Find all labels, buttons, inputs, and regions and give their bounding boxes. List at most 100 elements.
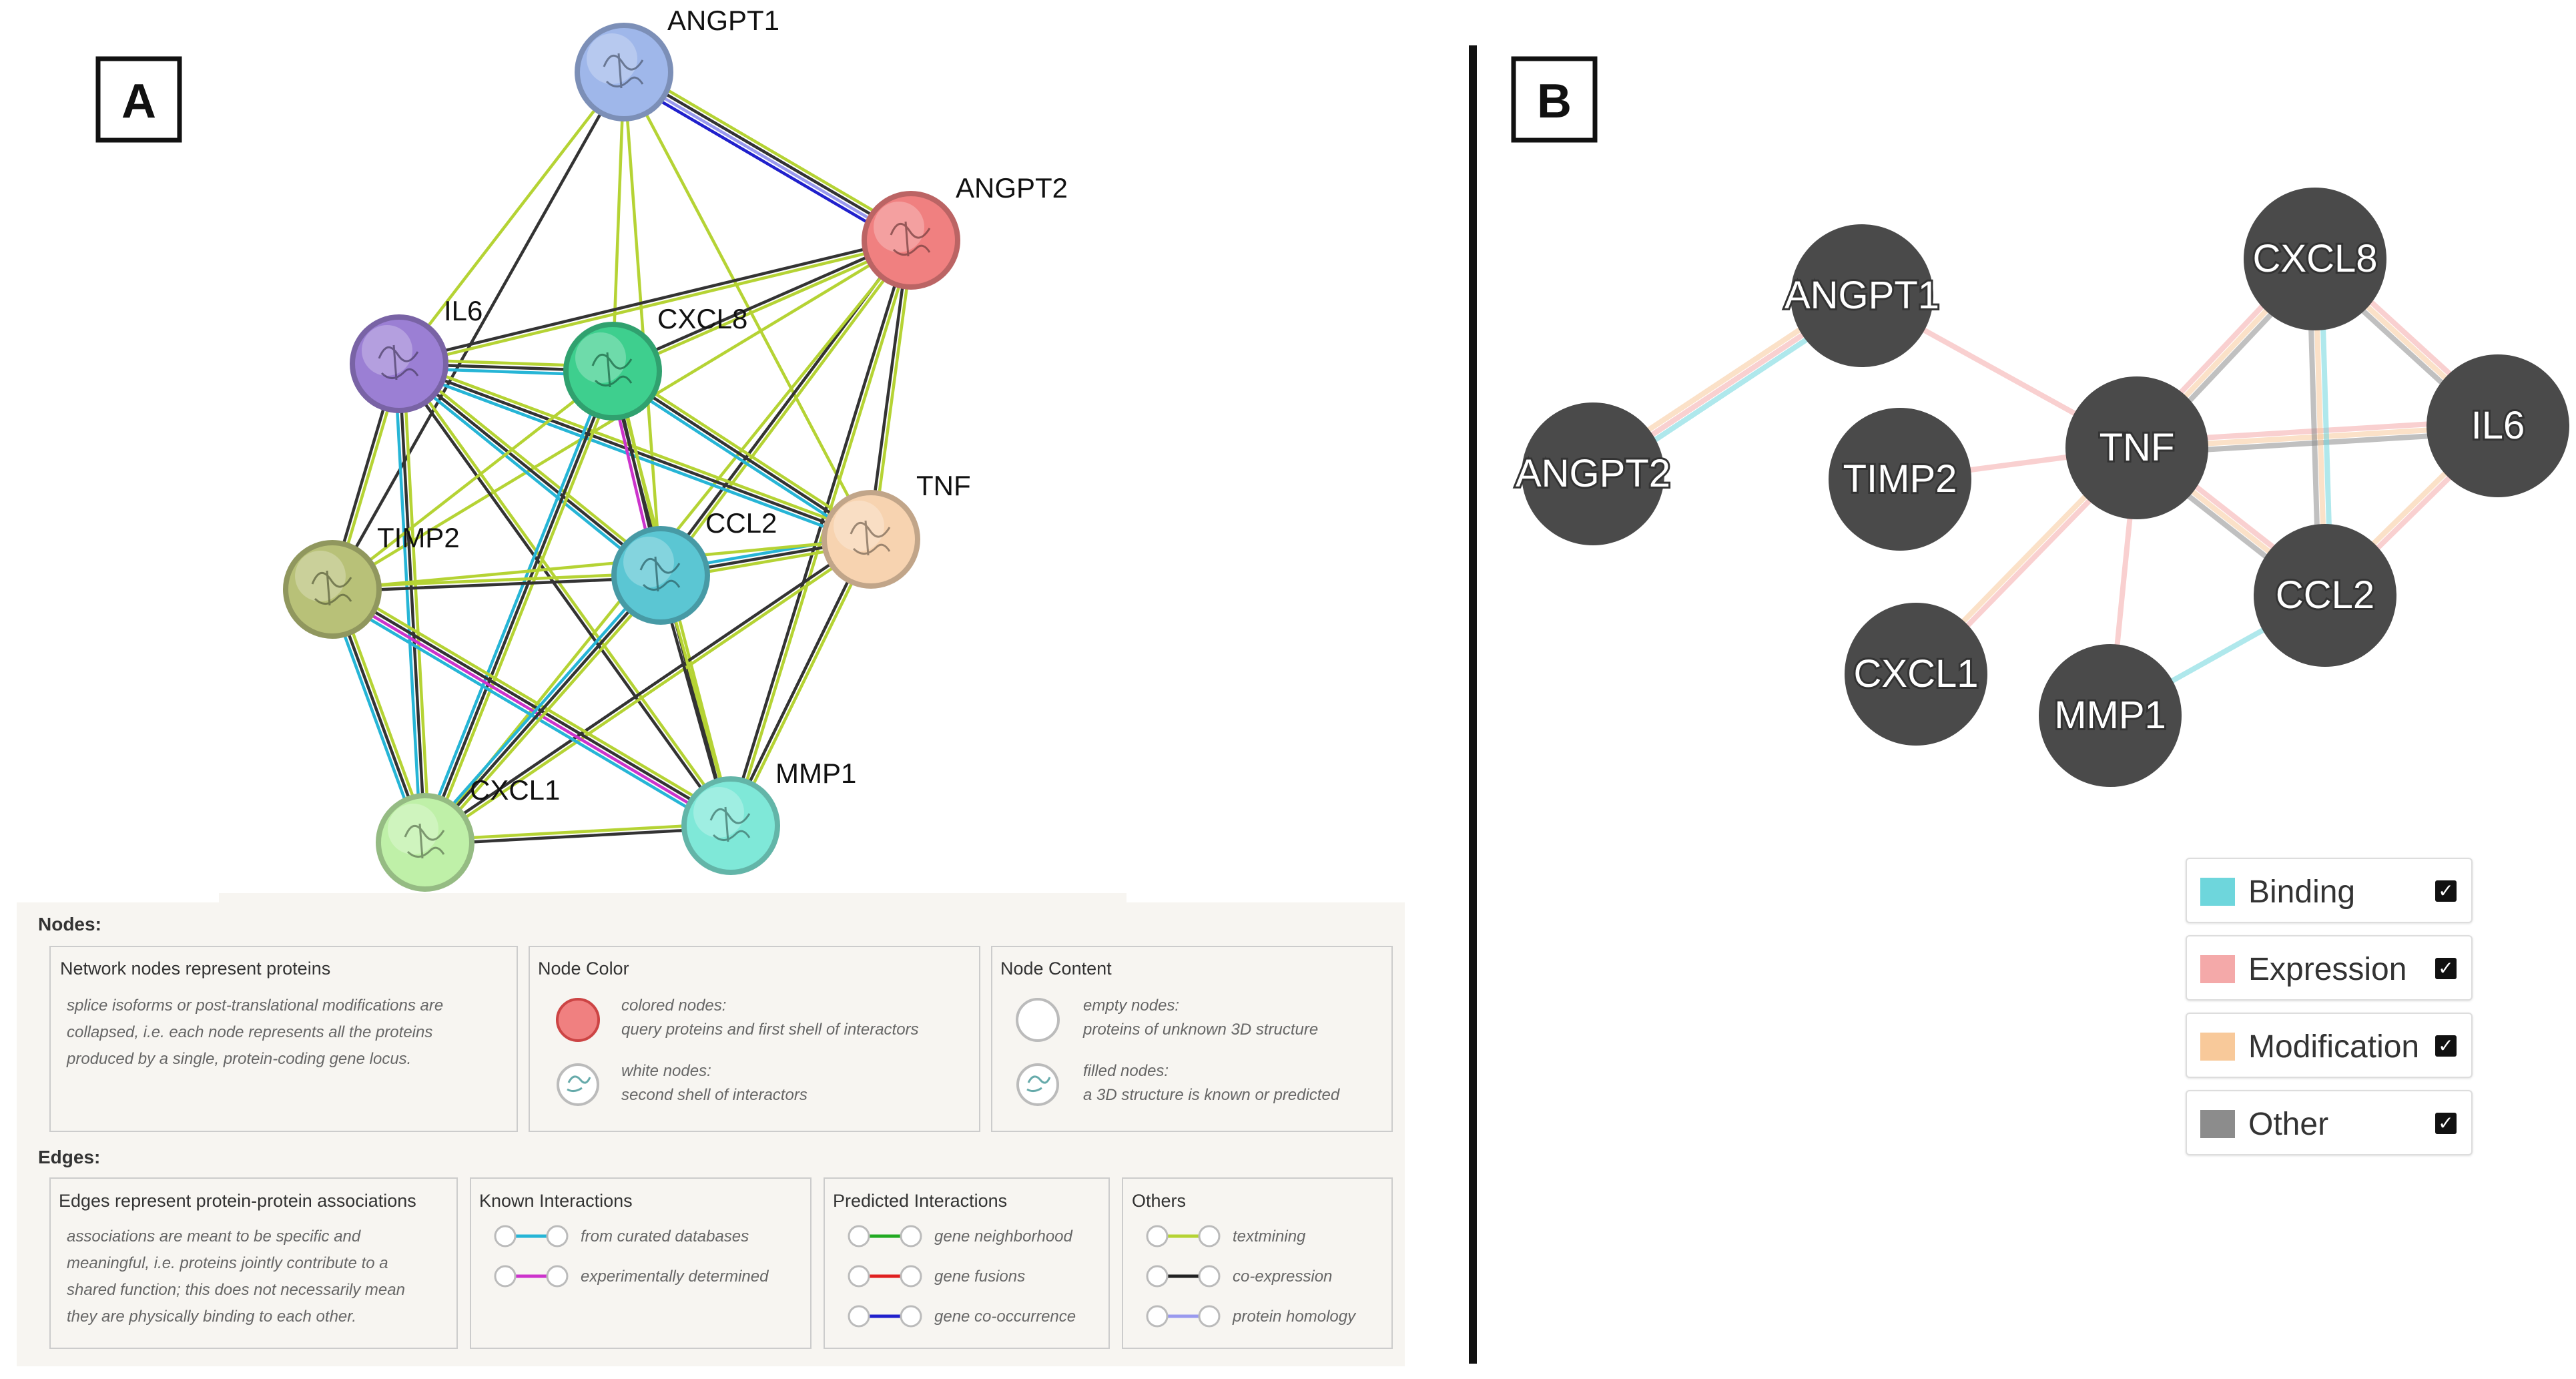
legend-nodes-title: Nodes: (38, 914, 101, 934)
others-co-expression: co-expression (1146, 1265, 1332, 1288)
panel-divider (1469, 45, 1477, 1364)
colored-node-swatch (556, 998, 600, 1042)
edge-tnf-mmp1 (727, 537, 875, 828)
network-nodes-title: Network nodes represent proteins (60, 958, 330, 979)
legend-known-box: Known Interactions from curated database… (470, 1177, 812, 1349)
expression-checkbox[interactable]: ✓ (2435, 958, 2457, 979)
legend-edges-title: Edges: (38, 1147, 100, 1167)
node-label-cxcl1: CXCL1 (470, 774, 560, 806)
predicted-gene-co-occurrence: gene co-occurrence (848, 1305, 1076, 1328)
edge-il6-cxcl1 (393, 362, 431, 844)
legend-network-nodes-box: Network nodes represent proteins splice … (49, 946, 518, 1132)
node-angpt2[interactable]: ANGPT2 (862, 172, 1068, 290)
panel-b-letter: B (1537, 75, 1572, 128)
svg-text:gene neighborhood: gene neighborhood (934, 1227, 1073, 1246)
node-angpt1[interactable]: ANGPT1 (575, 5, 779, 121)
edge-cxcl8-timp2 (330, 369, 615, 591)
node-label-angpt2: ANGPT2 (956, 172, 1068, 204)
network-nodes-desc-1: splice isoforms or post-translational mo… (67, 997, 443, 1015)
edge-angpt2-cxcl8 (610, 236, 914, 375)
node-b-cxcl1[interactable]: CXCL1 (1845, 603, 1987, 746)
modification-label: Modification (2248, 1029, 2420, 1065)
empty-nodes-desc: proteins of unknown 3D structure (1082, 1021, 1318, 1039)
node-il6[interactable]: IL6 (350, 295, 482, 413)
colored-nodes-label: colored nodes: (621, 997, 726, 1015)
node-label-ccl2: CCL2 (705, 507, 777, 539)
modification-checkbox[interactable]: ✓ (2435, 1035, 2457, 1057)
white-node-swatch (557, 1063, 599, 1106)
svg-text:textmining: textmining (1233, 1227, 1306, 1246)
node-b-il6[interactable]: IL6 (2427, 354, 2569, 497)
other-checkbox[interactable]: ✓ (2435, 1113, 2457, 1134)
node-content-title: Node Content (1000, 958, 1112, 979)
node-b-label-timp2: TIMP2 (1843, 457, 1957, 501)
edge-cxcl8-tnf (609, 366, 875, 545)
edge-cxcl8-cxcl1 (419, 368, 619, 846)
empty-nodes-label: empty nodes: (1083, 997, 1179, 1015)
node-b-label-cxcl8: CXCL8 (2253, 237, 2378, 280)
node-b-tnf[interactable]: TNF (2065, 376, 2208, 519)
edges-represent-title: Edges represent protein-protein associat… (59, 1191, 416, 1211)
node-b-angpt2[interactable]: ANGPT2 (1514, 402, 1672, 545)
edge-angpt2-il6 (396, 236, 914, 368)
svg-text:co-expression: co-expression (1233, 1268, 1332, 1286)
edge-angpt1-ccl2 (622, 70, 663, 577)
legend-node-color-box: Node Color colored nodes: query proteins… (529, 946, 980, 1132)
legend-item-modification[interactable]: Modification ✓ (2186, 1013, 2473, 1078)
svg-text:from curated databases: from curated databases (581, 1227, 749, 1246)
colored-nodes-desc: query proteins and first shell of intera… (621, 1021, 919, 1039)
node-label-cxcl8: CXCL8 (657, 303, 747, 334)
edges-represent-desc-1: associations are meant to be specific an… (67, 1227, 361, 1246)
network-nodes-desc-3: produced by a single, protein-coding gen… (66, 1050, 411, 1068)
panel-b-label: B (1511, 56, 1598, 143)
predicted-gene-fusions: gene fusions (848, 1265, 1025, 1288)
edges-represent-desc-3: shared function; this does not necessari… (67, 1281, 405, 1299)
node-b-label-il6: IL6 (2471, 404, 2525, 447)
legend-item-other[interactable]: Other ✓ (2186, 1090, 2473, 1155)
known-title: Known Interactions (479, 1191, 633, 1211)
filled-node-swatch (1016, 1063, 1059, 1106)
edge-il6-mmp1 (396, 360, 734, 829)
edge-cxcl1-mmp1 (423, 822, 733, 846)
node-tnf[interactable]: TNF (822, 470, 971, 589)
node-label-angpt1: ANGPT1 (667, 5, 779, 36)
node-b-label-angpt2: ANGPT2 (1516, 452, 1670, 495)
expression-swatch (2200, 955, 2235, 983)
edge-tnf-timp2 (330, 537, 873, 591)
binding-checkbox[interactable]: ✓ (2435, 880, 2457, 902)
legend-item-binding[interactable]: Binding ✓ (2186, 858, 2473, 923)
node-cxcl1[interactable]: CXCL1 (376, 774, 560, 892)
known-experimentally-determined: experimentally determined (494, 1265, 769, 1288)
svg-text:gene fusions: gene fusions (934, 1268, 1025, 1286)
edges-represent-desc-4: they are physically binding to each othe… (67, 1308, 356, 1326)
node-mmp1[interactable]: MMP1 (681, 758, 856, 875)
node-b-ccl2[interactable]: CCL2 (2254, 524, 2396, 667)
node-b-label-mmp1: MMP1 (2054, 694, 2166, 737)
edge-angpt1-cxcl8 (611, 70, 626, 373)
white-nodes-desc: second shell of interactors (621, 1086, 808, 1104)
modification-swatch (2200, 1033, 2235, 1061)
node-b-angpt1[interactable]: ANGPT1 (1783, 224, 1941, 367)
filled-nodes-desc: a 3D structure is known or predicted (1083, 1086, 1340, 1104)
legend-item-expression[interactable]: Expression ✓ (2186, 935, 2473, 1001)
node-timp2[interactable]: TIMP2 (283, 522, 460, 639)
node-cxcl8[interactable]: CXCL8 (563, 303, 747, 421)
node-b-timp2[interactable]: TIMP2 (1829, 408, 1971, 551)
predicted-title: Predicted Interactions (833, 1191, 1007, 1211)
node-b-label-angpt1: ANGPT1 (1785, 274, 1939, 317)
other-swatch (2200, 1110, 2235, 1138)
others-protein-homology: protein homology (1146, 1305, 1357, 1328)
edge-ccl2-cxcl1 (420, 571, 666, 847)
edges-represent-desc-2: meaningful, i.e. proteins jointly contri… (67, 1254, 388, 1272)
other-label: Other (2248, 1107, 2329, 1142)
node-b-cxcl8[interactable]: CXCL8 (2244, 188, 2386, 330)
svg-text:gene co-occurrence: gene co-occurrence (934, 1308, 1076, 1326)
node-b-label-ccl2: CCL2 (2276, 573, 2374, 617)
node-ccl2[interactable]: CCL2 (611, 507, 777, 625)
edge-tnf-cxcl1 (422, 536, 874, 846)
node-b-mmp1[interactable]: MMP1 (2039, 644, 2182, 787)
edge-angpt1-angpt2 (619, 65, 916, 248)
